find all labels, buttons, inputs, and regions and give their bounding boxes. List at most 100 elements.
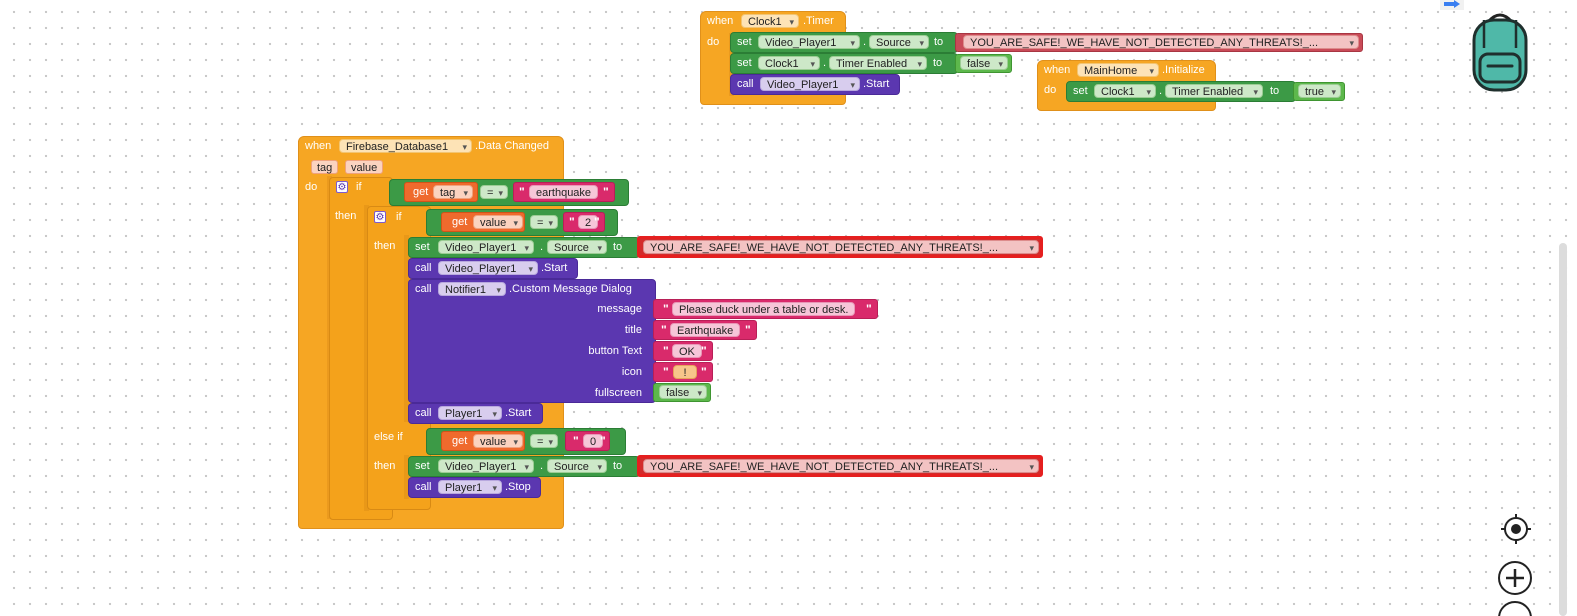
title-text-field[interactable]: Earthquake xyxy=(670,323,741,337)
mainhome-component-dropdown[interactable]: MainHome xyxy=(1077,63,1159,78)
close-quote: " xyxy=(603,185,609,199)
text-value-field[interactable]: YOU_ARE_SAFE!_WE_HAVE_NOT_DETECTED_ANY_T… xyxy=(963,35,1359,50)
close-quote: " xyxy=(701,344,707,358)
dot-label: . xyxy=(823,57,827,69)
property-dropdown[interactable]: Timer Enabled xyxy=(1165,84,1263,99)
open-quote: " xyxy=(573,434,579,448)
then-keyword: then xyxy=(335,210,357,222)
button-text-field[interactable]: OK xyxy=(672,344,702,358)
text-field[interactable]: 2 xyxy=(578,215,599,229)
to-keyword: to xyxy=(1270,85,1280,97)
open-quote: " xyxy=(661,323,667,337)
do-keyword: do xyxy=(1044,84,1057,96)
component-dropdown[interactable]: Player1 xyxy=(438,480,502,495)
icon-text-field[interactable]: ! xyxy=(673,365,697,379)
to-keyword: to xyxy=(613,241,623,253)
component-dropdown[interactable]: Clock1 xyxy=(1094,84,1156,99)
call-keyword: call xyxy=(415,283,432,295)
call-keyword: call xyxy=(415,407,432,419)
false-dropdown[interactable]: false xyxy=(659,385,707,400)
backpack-icon[interactable] xyxy=(1468,8,1532,92)
property-dropdown[interactable]: Timer Enabled xyxy=(829,56,927,71)
get-keyword: get xyxy=(413,186,429,198)
component-dropdown[interactable]: Video_Player1 xyxy=(760,77,860,92)
tag-parameter[interactable]: tag xyxy=(311,160,339,174)
elseif-body xyxy=(404,455,409,499)
text-value-field[interactable]: YOU_ARE_SAFE!_WE_HAVE_NOT_DETECTED_ANY_T… xyxy=(643,459,1039,474)
clock-component-dropdown[interactable]: Clock1 xyxy=(741,14,799,29)
property-dropdown[interactable]: Source xyxy=(547,240,607,255)
operator-dropdown[interactable]: = xyxy=(480,185,508,200)
custom-dialog-method-label: .Custom Message Dialog xyxy=(509,283,632,295)
message-text-field[interactable]: Please duck under a table or desk. xyxy=(672,302,856,316)
value-parameter[interactable]: value xyxy=(345,160,384,174)
zoom-out-icon[interactable] xyxy=(1497,600,1533,616)
get-keyword: get xyxy=(452,435,468,447)
open-quote: " xyxy=(663,302,669,316)
dot-label: . xyxy=(540,241,544,253)
do-keyword: do xyxy=(305,181,318,193)
component-dropdown[interactable]: Video_Player1 xyxy=(438,459,534,474)
close-quote: " xyxy=(600,434,606,448)
component-dropdown[interactable]: Player1 xyxy=(438,406,502,421)
call-notifier-dialog-block[interactable] xyxy=(408,279,656,403)
set-keyword: set xyxy=(415,460,430,472)
firebase-component-dropdown[interactable]: Firebase_Database1 xyxy=(339,139,472,154)
component-dropdown[interactable]: Video_Player1 xyxy=(758,35,860,50)
data-changed-event-label: .Data Changed xyxy=(475,140,549,152)
variable-dropdown[interactable]: value xyxy=(473,434,523,449)
dot-label: . xyxy=(863,36,867,48)
stop-method-label: .Stop xyxy=(505,481,531,493)
when-keyword: when xyxy=(305,140,332,152)
set-keyword: set xyxy=(737,36,752,48)
open-quote: " xyxy=(519,185,525,199)
set-keyword: set xyxy=(415,241,430,253)
get-keyword: get xyxy=(452,216,468,228)
close-quote: " xyxy=(866,302,872,316)
do-keyword: do xyxy=(707,36,720,48)
false-dropdown[interactable]: false xyxy=(960,56,1008,71)
call-keyword: call xyxy=(415,262,432,274)
set-keyword: set xyxy=(737,57,752,69)
property-dropdown[interactable]: Source xyxy=(547,459,607,474)
start-method-label: .Start xyxy=(863,78,890,90)
close-quote: " xyxy=(594,215,600,229)
target-icon[interactable] xyxy=(1500,513,1532,545)
mutator-gear-icon[interactable]: ⚙ xyxy=(374,211,386,223)
set-keyword: set xyxy=(1073,85,1088,97)
close-quote: " xyxy=(701,365,707,379)
vertical-scrollbar[interactable] xyxy=(1559,243,1567,616)
open-quote: " xyxy=(663,344,669,358)
call-keyword: call xyxy=(415,481,432,493)
if-keyword: if xyxy=(396,211,402,223)
variable-dropdown[interactable]: value xyxy=(473,215,523,230)
text-field[interactable]: 0 xyxy=(583,434,604,448)
when-keyword: when xyxy=(707,15,734,27)
component-dropdown[interactable]: Video_Player1 xyxy=(438,240,534,255)
operator-dropdown[interactable]: = xyxy=(530,434,558,449)
text-value-field[interactable]: YOU_ARE_SAFE!_WE_HAVE_NOT_DETECTED_ANY_T… xyxy=(643,240,1039,255)
then-keyword: then xyxy=(374,460,396,472)
to-keyword: to xyxy=(613,460,623,472)
component-dropdown[interactable]: Video_Player1 xyxy=(438,261,538,276)
to-keyword: to xyxy=(933,57,943,69)
button-text-arg-label: button Text xyxy=(588,345,642,357)
to-keyword: to xyxy=(934,36,944,48)
if-body xyxy=(404,235,409,422)
true-dropdown[interactable]: true xyxy=(1298,84,1341,99)
operator-dropdown[interactable]: = xyxy=(530,215,558,230)
dot-label: . xyxy=(540,460,544,472)
variable-dropdown[interactable]: tag xyxy=(433,185,473,200)
mutator-gear-icon[interactable]: ⚙ xyxy=(336,181,348,193)
then-keyword: then xyxy=(374,240,396,252)
zoom-in-icon[interactable] xyxy=(1497,560,1533,596)
if-then-body xyxy=(364,205,369,511)
fullscreen-arg-label: fullscreen xyxy=(594,387,642,399)
text-field[interactable]: earthquake xyxy=(529,185,599,199)
message-arg-label: message xyxy=(597,303,642,315)
component-dropdown[interactable]: Clock1 xyxy=(758,56,820,71)
property-dropdown[interactable]: Source xyxy=(869,35,929,50)
blue-flag-icon[interactable] xyxy=(1440,0,1464,10)
else-if-keyword: else if xyxy=(374,431,403,443)
component-dropdown[interactable]: Notifier1 xyxy=(438,282,506,297)
